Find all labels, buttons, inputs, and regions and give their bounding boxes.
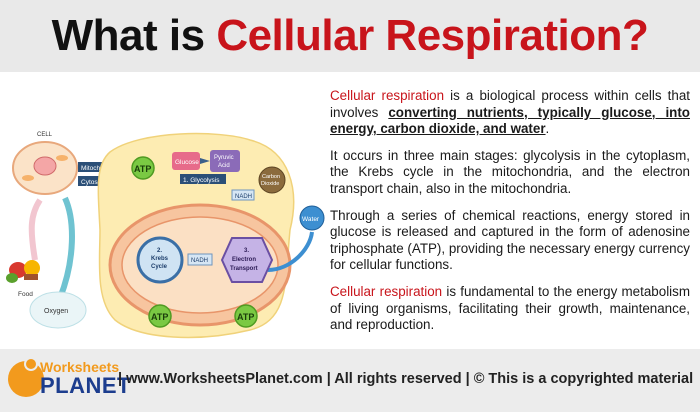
text-column: Cellular respiration is a biological pro… bbox=[330, 88, 690, 344]
title-part2: Cellular Respiration? bbox=[216, 11, 649, 60]
nadh-box-top bbox=[231, 189, 255, 201]
glycolysis-arrow bbox=[200, 158, 210, 164]
water-label: Water bbox=[302, 216, 320, 223]
nadh-label-top: NADH bbox=[235, 194, 252, 200]
glycolysis-tag bbox=[180, 174, 226, 184]
logo-bottom-text: PLANET bbox=[40, 373, 131, 398]
atp-icon-krebs bbox=[148, 304, 172, 328]
krebs-label-3: Cycle bbox=[151, 264, 168, 270]
krebs-label-1: 2. bbox=[157, 248, 162, 254]
logo-top-text: Worksheets bbox=[40, 359, 120, 375]
page-title: What is Cellular Respiration? bbox=[52, 11, 649, 61]
etc-label-3: Transport bbox=[230, 266, 258, 272]
atp-icon bbox=[131, 156, 155, 180]
glucose-label: Glucose bbox=[175, 159, 199, 166]
co2-label-2: Dioxide bbox=[261, 181, 279, 187]
cellular-respiration-diagram: CELL Mitochondrion Cytosol Food Oxygen A… bbox=[6, 132, 325, 339]
glucose-box bbox=[172, 152, 200, 170]
krebs-cycle-icon bbox=[136, 236, 184, 284]
paragraph-3: Through a series of chemical reactions, … bbox=[330, 207, 690, 273]
cell-icon bbox=[12, 141, 78, 195]
nadh-box-mid bbox=[187, 253, 213, 266]
carbon-dioxide-icon bbox=[258, 166, 286, 194]
footer-copyright: | www.WorksheetsPlanet.com | All rights … bbox=[118, 371, 694, 387]
etc-label-2: Electron bbox=[232, 257, 256, 263]
atp-icon-etc bbox=[234, 304, 258, 328]
oxygen-label: Oxygen bbox=[44, 308, 68, 315]
oxygen-arrow bbox=[57, 196, 75, 300]
atp-label-1: ATP bbox=[134, 164, 151, 174]
pyruvic-box bbox=[210, 150, 240, 172]
p1-underlined: converting nutrients, typically glucose,… bbox=[330, 104, 690, 137]
etc-label-1: 3. bbox=[244, 248, 249, 254]
pyruvic-label-2: Acid bbox=[218, 163, 230, 169]
pyruvic-label-1: Pyruvic bbox=[214, 155, 234, 161]
food-arrow bbox=[28, 198, 43, 261]
cell-label: CELL bbox=[37, 132, 53, 138]
krebs-label-2: Krebs bbox=[151, 256, 169, 262]
food-label: Food bbox=[18, 291, 33, 298]
paragraph-4: Cellular respiration is fundamental to t… bbox=[330, 284, 690, 334]
water-icon bbox=[299, 205, 325, 231]
p4-term: Cellular respiration bbox=[330, 283, 443, 299]
nadh-label-mid: NADH bbox=[191, 258, 208, 264]
water-arrow bbox=[267, 231, 314, 272]
p4-text: is fundamental to the energy metabolism … bbox=[330, 283, 690, 333]
p1-term: Cellular respiration bbox=[330, 88, 445, 103]
glycolysis-label: 1. Glycolysis bbox=[183, 177, 220, 184]
title-bar: What is Cellular Respiration? bbox=[0, 0, 700, 72]
cytosol-tag bbox=[78, 176, 110, 186]
electron-transport-icon bbox=[220, 237, 274, 283]
food-icon bbox=[6, 260, 40, 283]
atp-label-2: ATP bbox=[151, 312, 168, 322]
co2-label-1: Carbon bbox=[262, 174, 280, 180]
title-part1: What is bbox=[51, 11, 217, 60]
logo-moon-icon bbox=[24, 357, 38, 371]
footer: Worksheets PLANET | www.WorksheetsPlanet… bbox=[0, 349, 700, 412]
oxygen-cloud bbox=[29, 291, 87, 329]
p1-end: . bbox=[545, 121, 550, 137]
paragraph-1: Cellular respiration is a biological pro… bbox=[330, 88, 690, 138]
paragraph-2: It occurs in three main stages: glycolys… bbox=[330, 147, 690, 196]
atp-label-3: ATP bbox=[237, 312, 254, 322]
cytosol-label: Cytosol bbox=[81, 179, 103, 186]
p1-text1: is a biological process within cells tha… bbox=[330, 88, 690, 120]
